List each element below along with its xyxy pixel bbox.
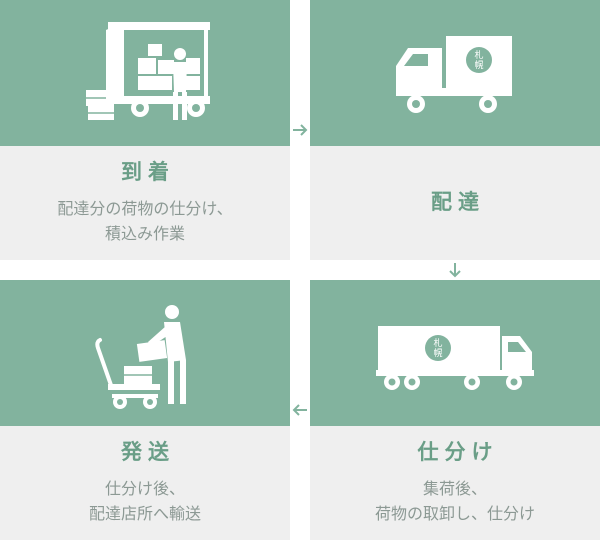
step-description: 配達分の荷物の仕分け、 積込み作業 bbox=[57, 198, 233, 243]
arrow-down-icon bbox=[449, 263, 461, 278]
step-shipping-image bbox=[0, 280, 290, 426]
loading-truck-icon bbox=[86, 22, 210, 120]
delivery-truck-icon: 札 幌 bbox=[396, 36, 512, 113]
svg-text:幌: 幌 bbox=[433, 347, 442, 359]
step-delivery-image: 札 幌 bbox=[310, 0, 600, 146]
svg-text:札: 札 bbox=[474, 49, 483, 61]
step-arrival: 到着 配達分の荷物の仕分け、 積込み作業 bbox=[0, 0, 290, 260]
large-truck-icon: 札 幌 bbox=[376, 326, 534, 390]
svg-text:幌: 幌 bbox=[474, 59, 483, 71]
arrow-left-icon bbox=[292, 404, 307, 416]
step-description: 仕分け後、 配達店所へ輸送 bbox=[88, 478, 201, 523]
step-description: 集荷後、 荷物の取卸し、仕分け bbox=[374, 478, 535, 523]
step-arrival-image bbox=[0, 0, 290, 146]
step-delivery: 札 幌 配達 bbox=[310, 0, 600, 260]
step-shipping: 発送 仕分け後、 配達店所へ輸送 bbox=[0, 280, 290, 540]
svg-text:札: 札 bbox=[433, 337, 442, 349]
sapporo-logo-icon bbox=[425, 335, 451, 361]
step-title: 仕分け bbox=[417, 440, 499, 465]
step-title: 到着 bbox=[121, 160, 175, 185]
step-sorting-image: 札 幌 bbox=[310, 280, 600, 426]
step-title: 配達 bbox=[431, 190, 485, 215]
step-sorting: 札 幌 仕分け 集荷後、 荷物の取卸し、仕分け bbox=[310, 280, 600, 540]
hand-cart-icon bbox=[95, 305, 186, 409]
step-title: 発送 bbox=[121, 440, 175, 465]
sapporo-logo-icon bbox=[466, 47, 492, 73]
arrow-right-icon bbox=[293, 124, 308, 136]
